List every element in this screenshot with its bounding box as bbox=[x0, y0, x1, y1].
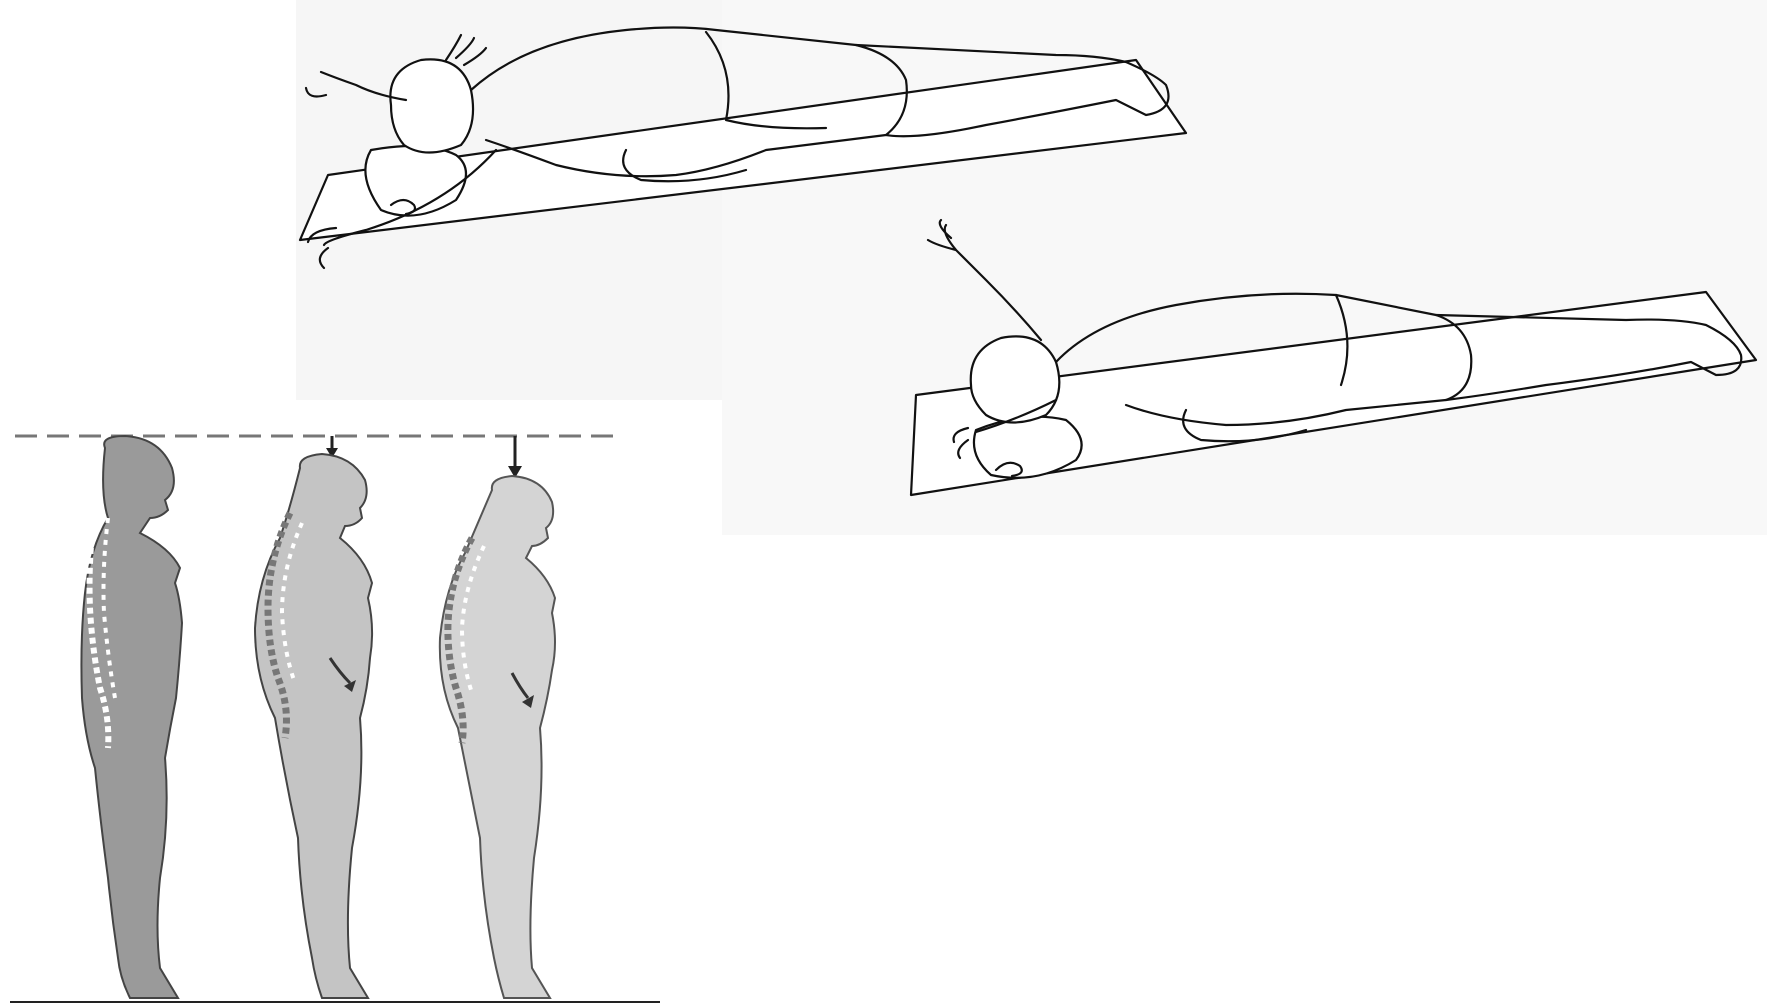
head-1 bbox=[390, 59, 473, 152]
posture-panel bbox=[0, 398, 670, 1008]
severe-kyphosis-figure bbox=[440, 436, 555, 998]
panel-tint-right bbox=[722, 0, 1767, 535]
mild-kyphosis-figure bbox=[255, 436, 372, 998]
posture-illustration bbox=[0, 398, 670, 1008]
head-2 bbox=[971, 336, 1060, 422]
upright-posture-figure bbox=[81, 436, 182, 998]
